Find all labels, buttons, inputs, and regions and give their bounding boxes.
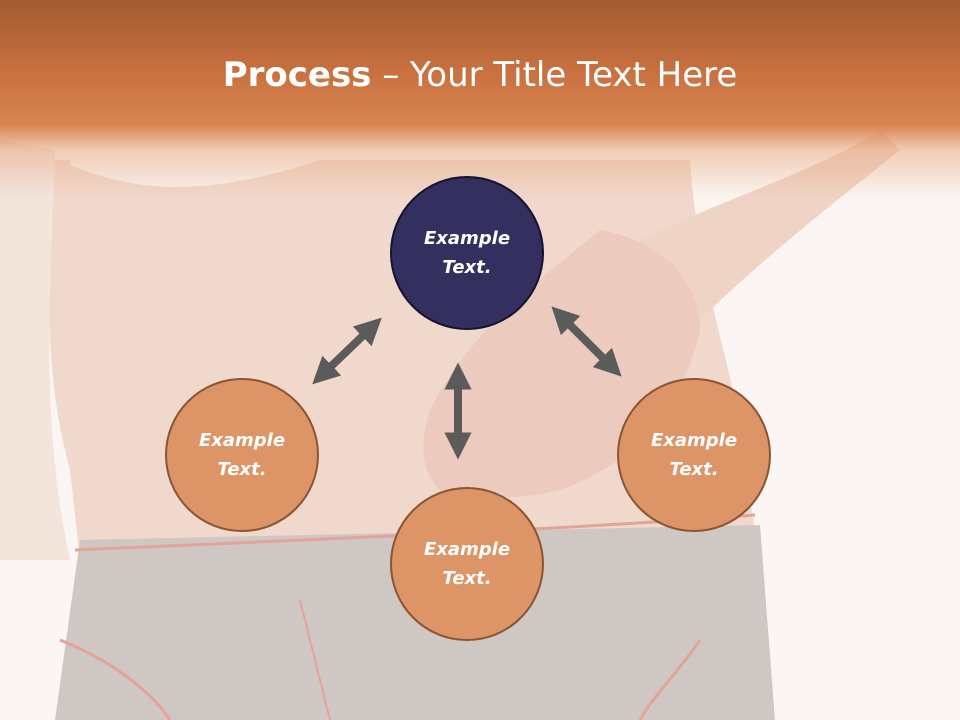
double-arrow-icon bbox=[312, 317, 382, 385]
header-band bbox=[0, 0, 960, 200]
node-right-line2: Text. bbox=[669, 459, 719, 480]
title-bold: Process bbox=[222, 55, 372, 95]
node-top-line2: Text. bbox=[442, 257, 492, 278]
node-left-line2: Text. bbox=[217, 459, 267, 480]
slide-title: Process – Your Title Text Here bbox=[0, 52, 960, 98]
node-bottom-line1: Example bbox=[423, 539, 511, 560]
node-bottom-line2: Text. bbox=[442, 568, 492, 589]
node-left-line1: Example bbox=[198, 430, 286, 451]
double-arrow-icon bbox=[551, 306, 622, 377]
node-top-line1: Example bbox=[423, 228, 511, 249]
node-right-line1: Example bbox=[650, 430, 738, 451]
title-rest: – Your Title Text Here bbox=[371, 55, 738, 95]
